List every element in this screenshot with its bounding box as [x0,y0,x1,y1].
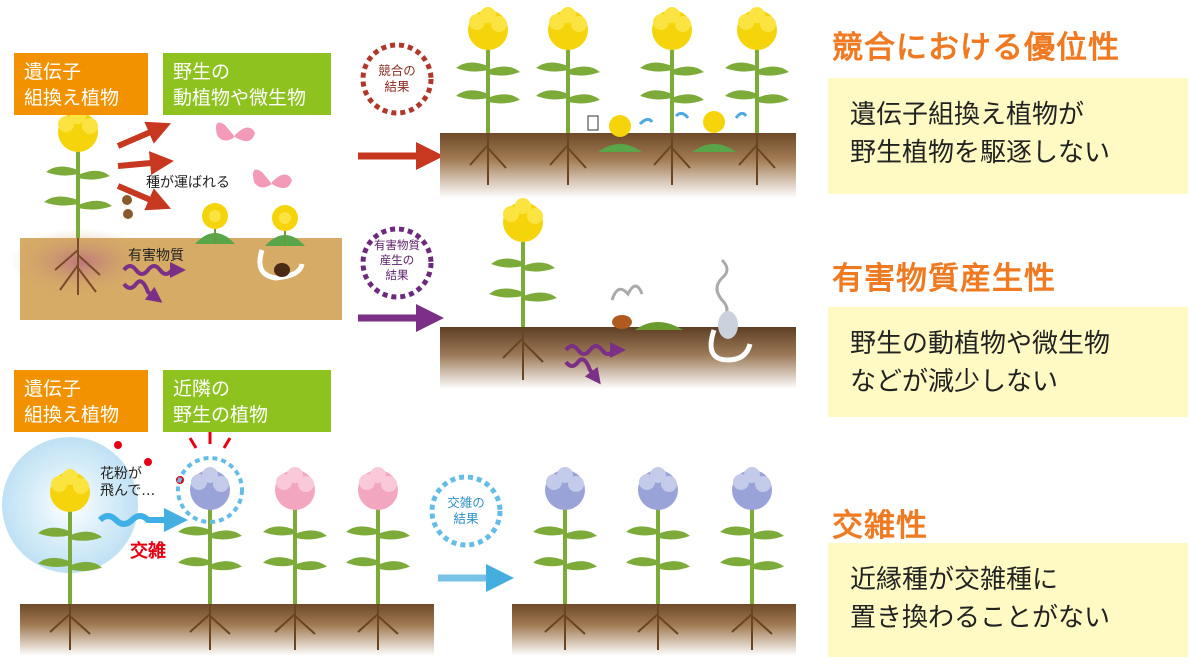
pollen-flying-text: 花粉が 飛んで… [100,466,156,499]
plants-crossing [38,467,410,604]
gm-plant-label-2: 遺伝子 組換え植物 [14,370,148,432]
harmful-stain [10,228,150,296]
summary-box-competition: 遺伝子組換え植物が 野生植物を駆逐しない [828,78,1188,194]
pollen-arrow [97,508,188,532]
gm-plant-label-1-text: 遺伝子 組換え植物 [24,61,120,109]
hybrid-highlight [176,456,244,524]
hybrid-plant-2 [626,467,690,604]
summary-box-harmful: 野生の動植物や微生物 などが減少しない [828,307,1188,417]
gm-plant-pollen-source [38,469,102,604]
summary-title-crossing: 交雑性 [832,508,928,544]
bug-icon [257,249,305,281]
hybrid-plant-3 [720,467,784,604]
gm-plant-row1 [44,108,112,238]
gm-plant-2 [536,7,600,133]
dandelions-overrun [587,111,748,152]
seeds-carried-text: 種が運ばれる [146,175,230,191]
hybrid-plants [533,467,784,604]
crossbreed-text: 交雑 [130,541,166,562]
nearby-wild-plants-label: 近隣の 野生の植物 [163,370,331,432]
gm-plants-competition [456,7,789,133]
roots-4 [49,604,399,650]
gm-plant-1 [456,7,520,133]
competition-circle [360,42,434,116]
summary-title-harmful: 有害物質産生性 [832,261,1056,297]
harmful-substance-text: 有害物質 [128,248,184,264]
roots-3 [502,327,544,380]
crossing-circle-text: 交雑の 結果 [447,495,485,526]
crossing-circle [429,474,503,548]
wild-plant-1 [263,467,327,604]
nearby-wild-plants-label-text: 近隣の 野生の植物 [173,378,269,426]
wild-organisms-label: 野生の 動植物や微生物 [163,53,331,115]
gm-plant-label-2-text: 遺伝子 組換え植物 [24,378,120,426]
summary-box-crossing: 近縁種が交雑種に 置き換わることがない [828,543,1188,657]
hybrid-plant-new [178,467,242,604]
dandelion-left-2 [265,205,305,246]
butterfly-icon-2 [253,169,292,189]
gm-plant-harmful [489,198,557,327]
harmful-circle-text: 有害物質 産生の 結果 [374,238,420,282]
gm-plant-3 [640,7,704,133]
seeds [122,195,133,219]
harmful-circle [360,226,434,300]
wilted-organisms [610,258,753,363]
roots-2 [469,133,776,185]
roots-5 [544,604,773,650]
soil-panel-5 [512,604,796,656]
harmful-arrows-2 [564,342,626,385]
hybrid-plant-1 [533,467,597,604]
wild-organisms-label-text: 野生の 動植物や微生物 [173,61,307,109]
competition-circle-text: 競合の 結果 [378,63,416,94]
harmful-arrows [122,262,186,303]
roots-1 [54,238,101,295]
summary-title-competition: 競合における優位性 [832,30,1120,66]
dandelion-left-1 [195,203,235,244]
gm-plant-4 [725,7,789,133]
seed-arrows [116,121,174,211]
gm-plant-label-1: 遺伝子 組換え植物 [14,53,148,115]
impact-marks [188,432,232,449]
butterfly-icon [216,122,255,150]
soil-panel-2 [440,133,796,198]
wild-plant-2 [346,467,410,604]
